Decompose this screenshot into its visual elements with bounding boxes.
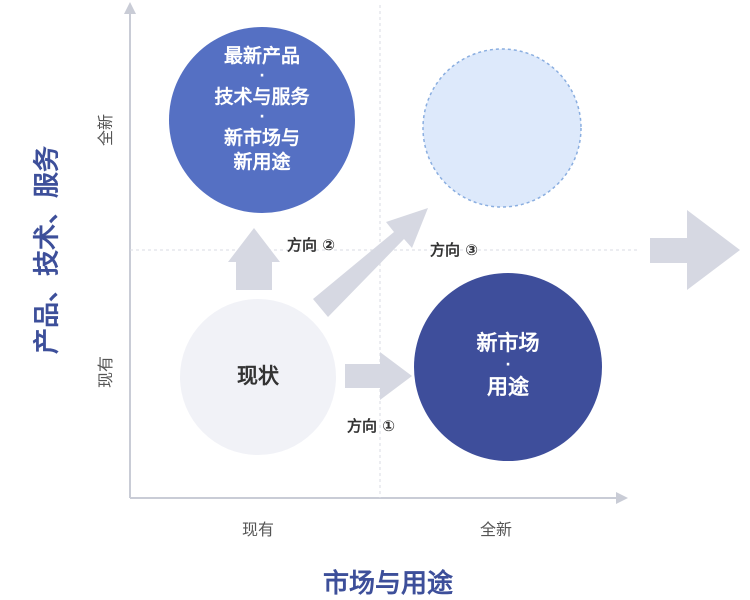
bottom-right-line-1: 新市场 xyxy=(476,331,540,355)
circle-bottom-right xyxy=(414,273,602,461)
circle-top-right xyxy=(422,48,582,208)
arrow-up xyxy=(228,228,280,290)
y-axis-title: 产品、技术、服务 xyxy=(32,145,63,355)
arrow-right-big xyxy=(650,210,740,290)
circle-current xyxy=(180,299,336,455)
bottom-right-line-2: 用途 xyxy=(487,375,529,399)
axes xyxy=(124,2,628,504)
top-left-dot-2: · xyxy=(259,109,265,125)
x-tick-new: 全新 xyxy=(480,520,513,539)
direction-1-label: 方向 ① xyxy=(347,417,395,435)
y-tick-current: 现有 xyxy=(96,355,115,389)
top-left-line-3: 新市场与 xyxy=(223,127,300,149)
current-state-label: 现状 xyxy=(237,364,279,388)
circle-top-left xyxy=(169,27,355,213)
arrows xyxy=(228,208,740,400)
direction-3-label: 方向 ③ xyxy=(430,241,478,259)
top-left-line-4: 新用途 xyxy=(233,151,291,173)
x-axis-title: 市场与用途 xyxy=(323,569,454,599)
top-left-line-1: 最新产品 xyxy=(223,45,300,67)
arrow-diagonal xyxy=(313,208,428,317)
top-left-line-2: 技术与服务 xyxy=(214,86,310,108)
top-left-dot-1: · xyxy=(259,68,265,84)
x-tick-current: 现有 xyxy=(242,520,275,539)
x-axis-arrowhead xyxy=(616,492,628,504)
direction-2-label: 方向 ② xyxy=(287,236,335,254)
bottom-right-dot: · xyxy=(505,357,511,373)
y-axis-arrowhead xyxy=(124,2,136,14)
bottom-right-text: 新市场 · 用途 xyxy=(448,330,568,400)
top-left-text: 最新产品 · 技术与服务 · 新市场与 新用途 xyxy=(182,44,342,174)
arrow-right xyxy=(345,352,412,400)
y-tick-new: 全新 xyxy=(96,113,115,147)
